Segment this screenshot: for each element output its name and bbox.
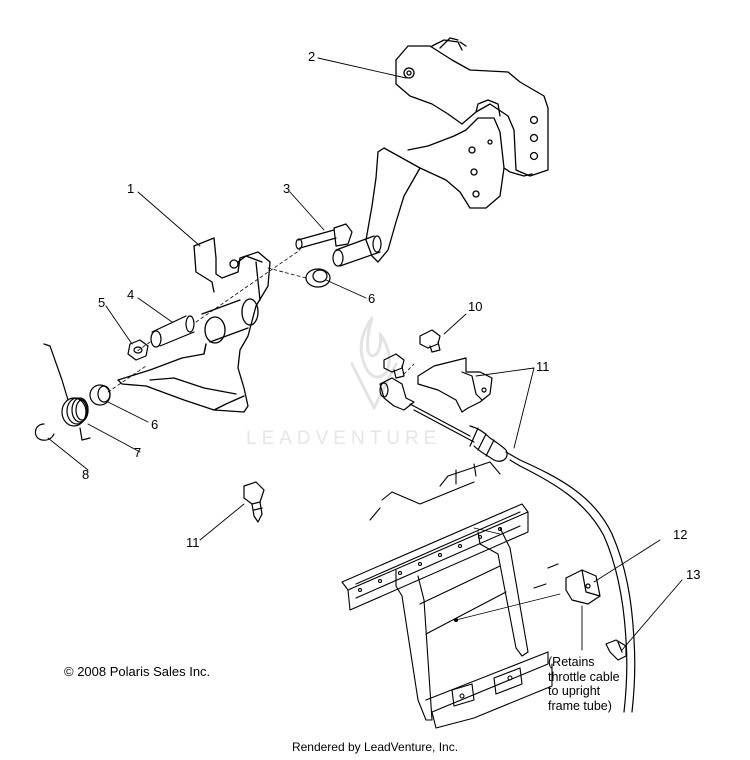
upper-bracket [365, 37, 549, 263]
copyright-text: © 2008 Polaris Sales Inc. [64, 664, 211, 679]
callout-12: 12 [673, 527, 688, 542]
callout-4: 4 [127, 287, 135, 302]
flange-nut-upper [305, 268, 331, 288]
hex-nut [127, 339, 149, 361]
callout-7: 7 [134, 445, 142, 460]
callout-10: 11 [536, 359, 550, 374]
callout-13: 13 [686, 567, 701, 582]
callout-3: 3 [283, 181, 291, 196]
clamp-note-line: throttle cable [548, 669, 620, 684]
e-clip [34, 423, 55, 441]
callout-6-upper: 6 [368, 291, 376, 306]
callout-5: 5 [98, 295, 106, 310]
clamp-note: (Retains throttle cable to upright frame… [548, 655, 668, 713]
callout-2: 2 [308, 49, 316, 64]
watermark-logo-icon [350, 316, 398, 410]
grease-fitting [243, 481, 265, 523]
pivot-pin [150, 315, 195, 348]
footer-text: Rendered by LeadVenture, Inc. [291, 740, 459, 754]
alignment-lines [107, 249, 415, 393]
clamp-note-line: (Retains [548, 655, 595, 669]
callout-6-lower: 6 [151, 417, 159, 432]
callout-11: 11 [186, 535, 200, 550]
vehicle-frame [341, 461, 561, 729]
clamp-note-line: to upright [548, 684, 601, 698]
watermark-text: LEADVENTURE [246, 428, 442, 449]
throttle-cable [379, 377, 636, 713]
bushing-tube [332, 235, 382, 267]
callout-9: 10 [468, 299, 483, 314]
bushing-lower [89, 384, 111, 406]
screw [605, 639, 627, 661]
brake-pedal [117, 237, 271, 413]
return-spring [43, 343, 91, 441]
leader-lines [47, 57, 683, 651]
cable-clamp [565, 569, 601, 605]
carriage-bolts [383, 329, 441, 379]
clamp-note-line: frame tube) [548, 698, 612, 713]
callout-1: 1 [127, 181, 135, 196]
callout-8: 8 [82, 467, 90, 482]
bolt [295, 223, 353, 250]
throttle-cable-bracket [417, 357, 493, 413]
